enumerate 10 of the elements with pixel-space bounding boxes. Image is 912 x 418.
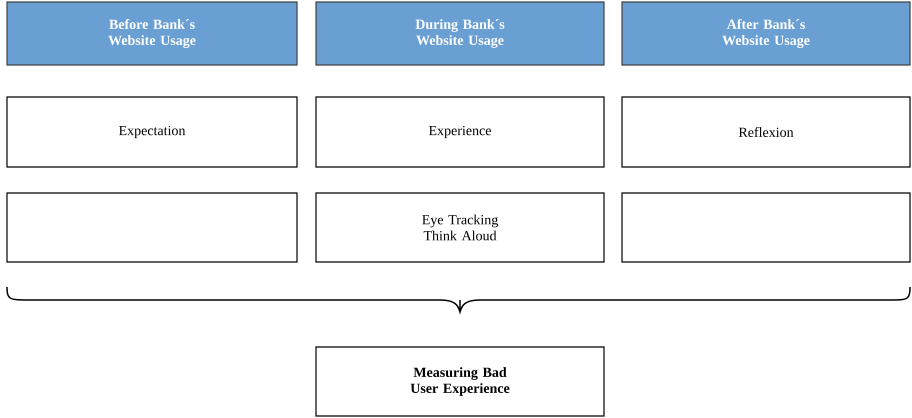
- empty-box: [621, 192, 911, 263]
- phase-header: During Bank´s Website Usage: [315, 1, 605, 66]
- method-box: Eye Tracking Think Aloud: [315, 192, 605, 263]
- result-box: Measuring Bad User Experience: [315, 346, 605, 417]
- method-box: Reflexion: [621, 96, 911, 168]
- phase-header: After Bank´s Website Usage: [621, 1, 911, 66]
- phase-header: Before Bank´s Website Usage: [6, 1, 298, 66]
- empty-box: [6, 192, 298, 263]
- method-box: Experience: [315, 96, 605, 168]
- method-box: Expectation: [6, 96, 298, 168]
